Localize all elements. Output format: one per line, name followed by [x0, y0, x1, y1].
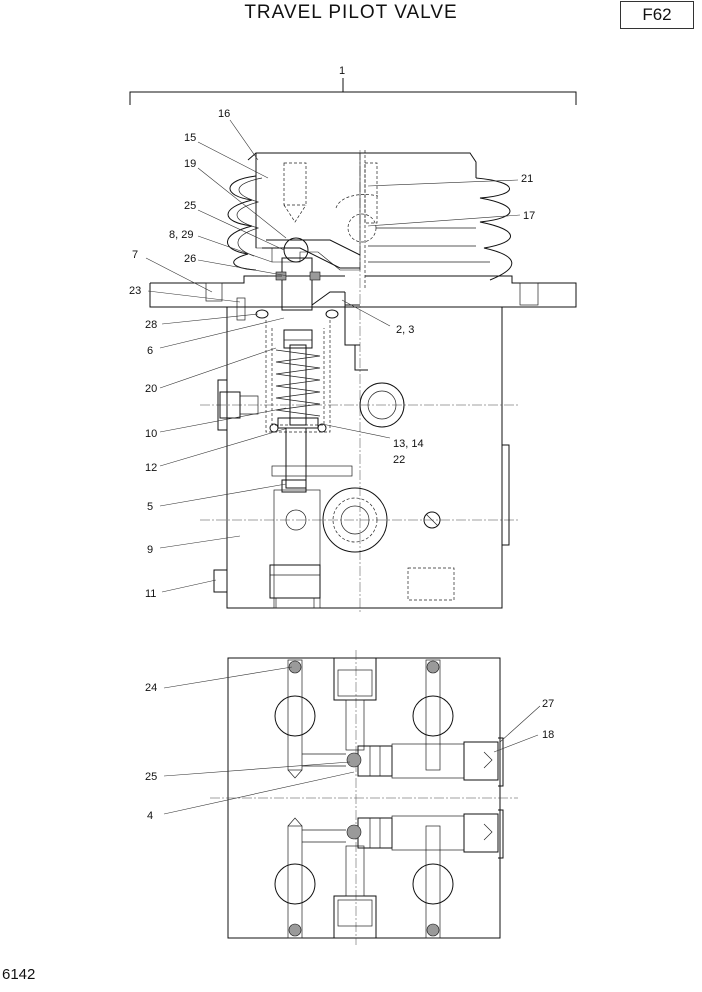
- callout-20: 20: [145, 383, 157, 395]
- callout-17: 17: [523, 210, 535, 222]
- callout-23: 23: [129, 285, 141, 297]
- callout-12: 12: [145, 462, 157, 474]
- callout-8-29: 8, 29: [169, 229, 193, 241]
- callout-13-14: 13, 14: [393, 438, 424, 450]
- callout-5: 5: [147, 501, 153, 513]
- callout-19: 19: [184, 158, 196, 170]
- callout-28: 28: [145, 319, 157, 331]
- assembly-bracket: [129, 78, 577, 105]
- callout-11: 11: [145, 588, 156, 600]
- callout-labels: 1 16 15 19 25 8, 29 7 26 23 28 6 20 10 1…: [129, 65, 554, 822]
- callout-15: 15: [184, 132, 196, 144]
- callout-6: 6: [147, 345, 153, 357]
- callout-21: 21: [521, 173, 533, 185]
- callout-2-3: 2, 3: [396, 324, 414, 336]
- callout-24: 24: [145, 682, 157, 694]
- callout-1: 1: [339, 65, 345, 77]
- page-number: 6142: [2, 966, 36, 983]
- callout-25-upper: 25: [184, 200, 196, 212]
- diagram-code-badge: F62: [620, 1, 694, 29]
- callout-10: 10: [145, 428, 157, 440]
- section-view: [149, 150, 577, 612]
- callout-16: 16: [218, 108, 230, 120]
- callout-26: 26: [184, 253, 196, 265]
- callout-9: 9: [147, 544, 153, 556]
- callout-4: 4: [147, 810, 153, 822]
- callout-22: 22: [393, 454, 405, 466]
- page-title: TRAVEL PILOT VALVE: [244, 2, 458, 23]
- callout-25-lower: 25: [145, 771, 157, 783]
- leader-lines: [145, 119, 541, 815]
- callout-27: 27: [542, 698, 554, 710]
- callout-7: 7: [132, 249, 138, 261]
- callout-18: 18: [542, 729, 554, 741]
- plan-view: [210, 650, 518, 945]
